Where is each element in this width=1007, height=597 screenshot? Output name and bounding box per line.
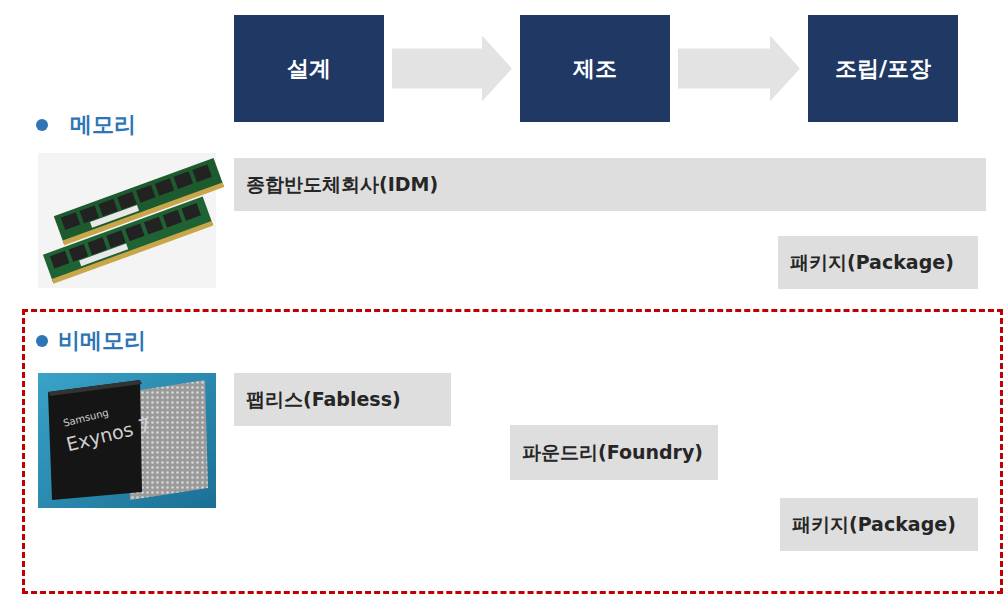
bullet-dot xyxy=(36,335,48,347)
box-text: 종합반도체회사(IDM) xyxy=(246,172,438,198)
box-text: 비메모리 xyxy=(58,326,146,356)
stage-box: 제조 xyxy=(520,15,670,122)
stage-box: 설계 xyxy=(234,15,384,122)
box-text: 팹리스(Fabless) xyxy=(246,387,401,413)
flow-arrow xyxy=(392,36,512,102)
dashed-region: 비메모리팹리스(Fabless) 파운드리(Foundry) 패키지(Package… xyxy=(22,309,1003,594)
section-label: 메모리 xyxy=(70,110,136,140)
company-bar: 팹리스(Fabless) xyxy=(234,373,451,426)
flow-arrow xyxy=(678,36,800,102)
box-text: 패키지(Package) xyxy=(790,250,954,276)
box-text: 제조 xyxy=(573,54,617,84)
memory-module-illustration xyxy=(38,153,224,288)
box-text: 설계 xyxy=(287,54,331,84)
company-bar: 파운드리(Foundry) xyxy=(510,425,718,480)
company-bar: 패키지(Package) xyxy=(780,498,978,551)
company-bar: 패키지(Package) xyxy=(778,236,978,289)
chip-illustration xyxy=(38,373,216,508)
stage-box: 조립/포장 xyxy=(808,15,958,122)
box-text: 파운드리(Foundry) xyxy=(522,440,703,466)
box-text: 조립/포장 xyxy=(835,54,931,84)
box-text: 패키지(Package) xyxy=(792,512,956,538)
bullet-dot xyxy=(36,119,48,131)
company-bar: 종합반도체회사(IDM) xyxy=(234,158,986,211)
